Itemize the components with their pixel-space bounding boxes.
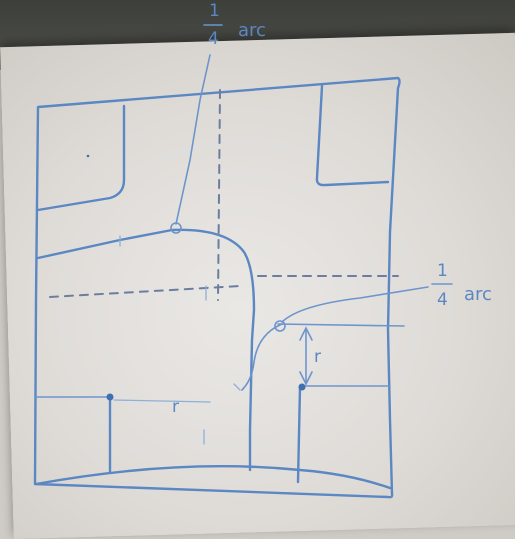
radius-arrowhead-bottom [299,371,313,386]
outer-frame [33,76,401,499]
radius-arrowhead-top [299,326,313,341]
top-fraction-denominator: 4 [208,29,219,49]
right-center-dot [298,383,306,391]
top-right-block [315,84,390,187]
top-left-block [36,104,126,212]
radius-label-right: r [314,347,321,367]
right-road-edge-upper [277,323,405,327]
radius-label-left: r [172,397,179,417]
lower-right-vertical [296,385,302,484]
vertical-centerline [217,89,221,301]
top-arc-point [170,222,182,234]
lower-left-radius-line [113,399,211,403]
road-edge-curve [36,228,256,472]
horizontal-centerline-left [49,285,241,298]
top-arc-leader-line [175,54,211,225]
bottom-road-edge [34,465,392,490]
right-fraction-numerator: 1 [437,261,448,281]
top-arc-word: arc [238,20,266,41]
right-arc-leader-line [281,286,429,323]
left-center-dot [106,393,114,401]
inner-quarter-arc [241,323,283,391]
right-arc-point [274,320,286,332]
right-fraction-denominator: 4 [437,290,448,310]
right-arc-word: arc [464,284,492,305]
tick-mark-4 [233,383,241,391]
small-mark-dot [86,154,90,158]
top-fraction-numerator: 1 [209,1,220,21]
